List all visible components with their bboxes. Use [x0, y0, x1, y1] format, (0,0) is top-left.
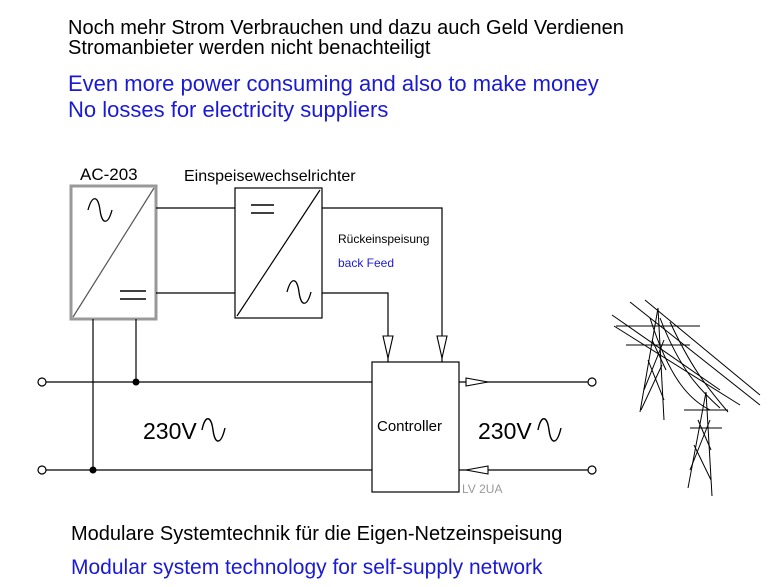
wire-inverter-top-to-controller	[322, 207, 443, 362]
controller-label: Controller	[377, 418, 442, 435]
inverter-diagonal	[236, 189, 321, 317]
wire-inverter-bottom-to-controller	[322, 292, 389, 362]
inverter-box	[234, 187, 323, 319]
feedback-label-de: Rückeinspeisung	[338, 232, 429, 246]
voltage-left-label: 230V	[143, 418, 197, 444]
footer-en: Modular system technology for self-suppl…	[71, 556, 543, 579]
inverter-sine-icon	[286, 280, 312, 304]
junction-top	[132, 378, 140, 386]
terminal-left-bottom	[37, 465, 47, 475]
controller-box	[371, 361, 460, 493]
ac-203-box	[69, 184, 158, 321]
arrow-inverter-plus	[436, 335, 448, 359]
voltage-right-sine-icon	[537, 418, 562, 442]
terminal-left-top	[37, 377, 47, 387]
title-de-line2: Stromanbieter werden nicht benachteiligt	[68, 37, 431, 59]
watermark-label: LV 2UA	[462, 482, 502, 496]
arrow-inverter-minus	[382, 335, 394, 359]
ac-sine-icon	[87, 198, 113, 222]
power-tower-icon	[611, 299, 761, 497]
ac-203-diagonal	[72, 187, 155, 318]
voltage-left-sine-icon	[201, 418, 226, 442]
terminal-right-bottom	[587, 465, 597, 475]
inverter-label: Einspeisewechselrichter	[184, 168, 356, 185]
terminal-right-top	[587, 377, 597, 387]
arrow-out-top	[465, 377, 489, 387]
arrow-in-bottom	[465, 465, 489, 475]
feedback-label-en: back Feed	[338, 256, 394, 270]
voltage-right-label: 230V	[478, 418, 532, 444]
footer-de: Modulare Systemtechnik für die Eigen-Net…	[71, 523, 563, 545]
title-de-line1: Noch mehr Strom Verbrauchen und dazu auc…	[68, 17, 624, 39]
ac-203-label: AC-203	[80, 165, 138, 184]
title-en-line2: No losses for electricity suppliers	[68, 97, 389, 122]
title-en-line1: Even more power consuming and also to ma…	[68, 71, 599, 96]
junction-bottom	[89, 466, 97, 474]
